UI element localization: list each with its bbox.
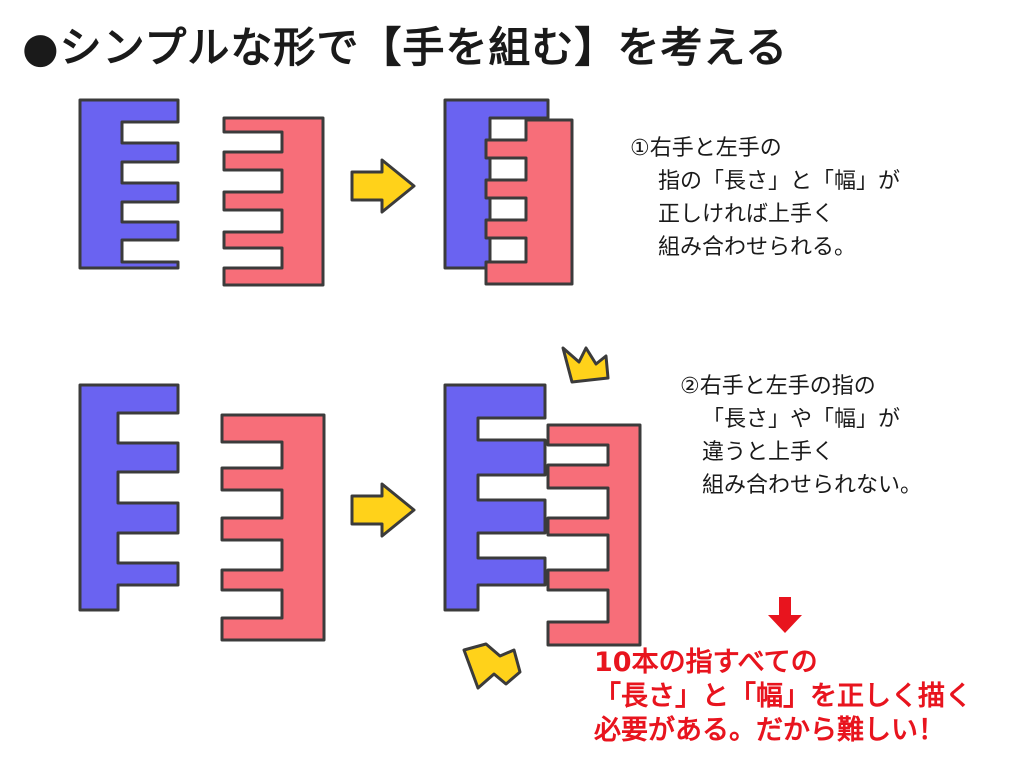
note2-line: ②右手と左手の指の	[680, 374, 876, 399]
right-hand-comb-2	[220, 413, 326, 642]
note1-line: 指の「長さ」と「幅」が	[658, 169, 901, 194]
left-hand-comb-2	[78, 383, 180, 612]
impact-mark-bottom	[462, 642, 522, 690]
note1-line: ①右手と左手の	[630, 136, 782, 161]
conclusion-line: 必要がある。だから難しい！	[594, 715, 945, 746]
note2-line: 違うと上手く	[702, 440, 835, 465]
arrow-1	[350, 158, 416, 214]
note2-line: 「長さ」や「幅」が	[702, 407, 901, 432]
right-hand-comb-1	[222, 116, 325, 287]
arrow-2	[350, 482, 416, 538]
impact-mark-top	[561, 346, 610, 384]
note-incorrect-fit: ②右手と左手の指の 「長さ」や「幅」が 違うと上手く 組み合わせられない。	[680, 370, 922, 502]
note1-line: 組み合わせられる。	[658, 235, 857, 260]
note-correct-fit: ①右手と左手の 指の「長さ」と「幅」が 正しければ上手く 組み合わせられる。	[630, 132, 900, 264]
page-title: ●シンプルな形で【手を組む】を考える	[22, 23, 789, 72]
red-down-arrow	[768, 597, 802, 633]
note2-line: 組み合わせられない。	[702, 473, 923, 498]
left-hand-comb-2-joined	[443, 383, 547, 612]
note1-line: 正しければ上手く	[658, 202, 835, 227]
left-hand-comb-1	[78, 98, 180, 270]
conclusion-line: 10本の指すべての	[594, 647, 818, 678]
right-hand-comb-2-joined	[546, 423, 642, 647]
conclusion-text: 10本の指すべての 「長さ」と「幅」を正しく描く 必要がある。だから難しい！	[594, 646, 972, 748]
conclusion-line: 「長さ」と「幅」を正しく描く	[594, 681, 972, 712]
right-hand-comb-1-joined	[484, 118, 574, 286]
